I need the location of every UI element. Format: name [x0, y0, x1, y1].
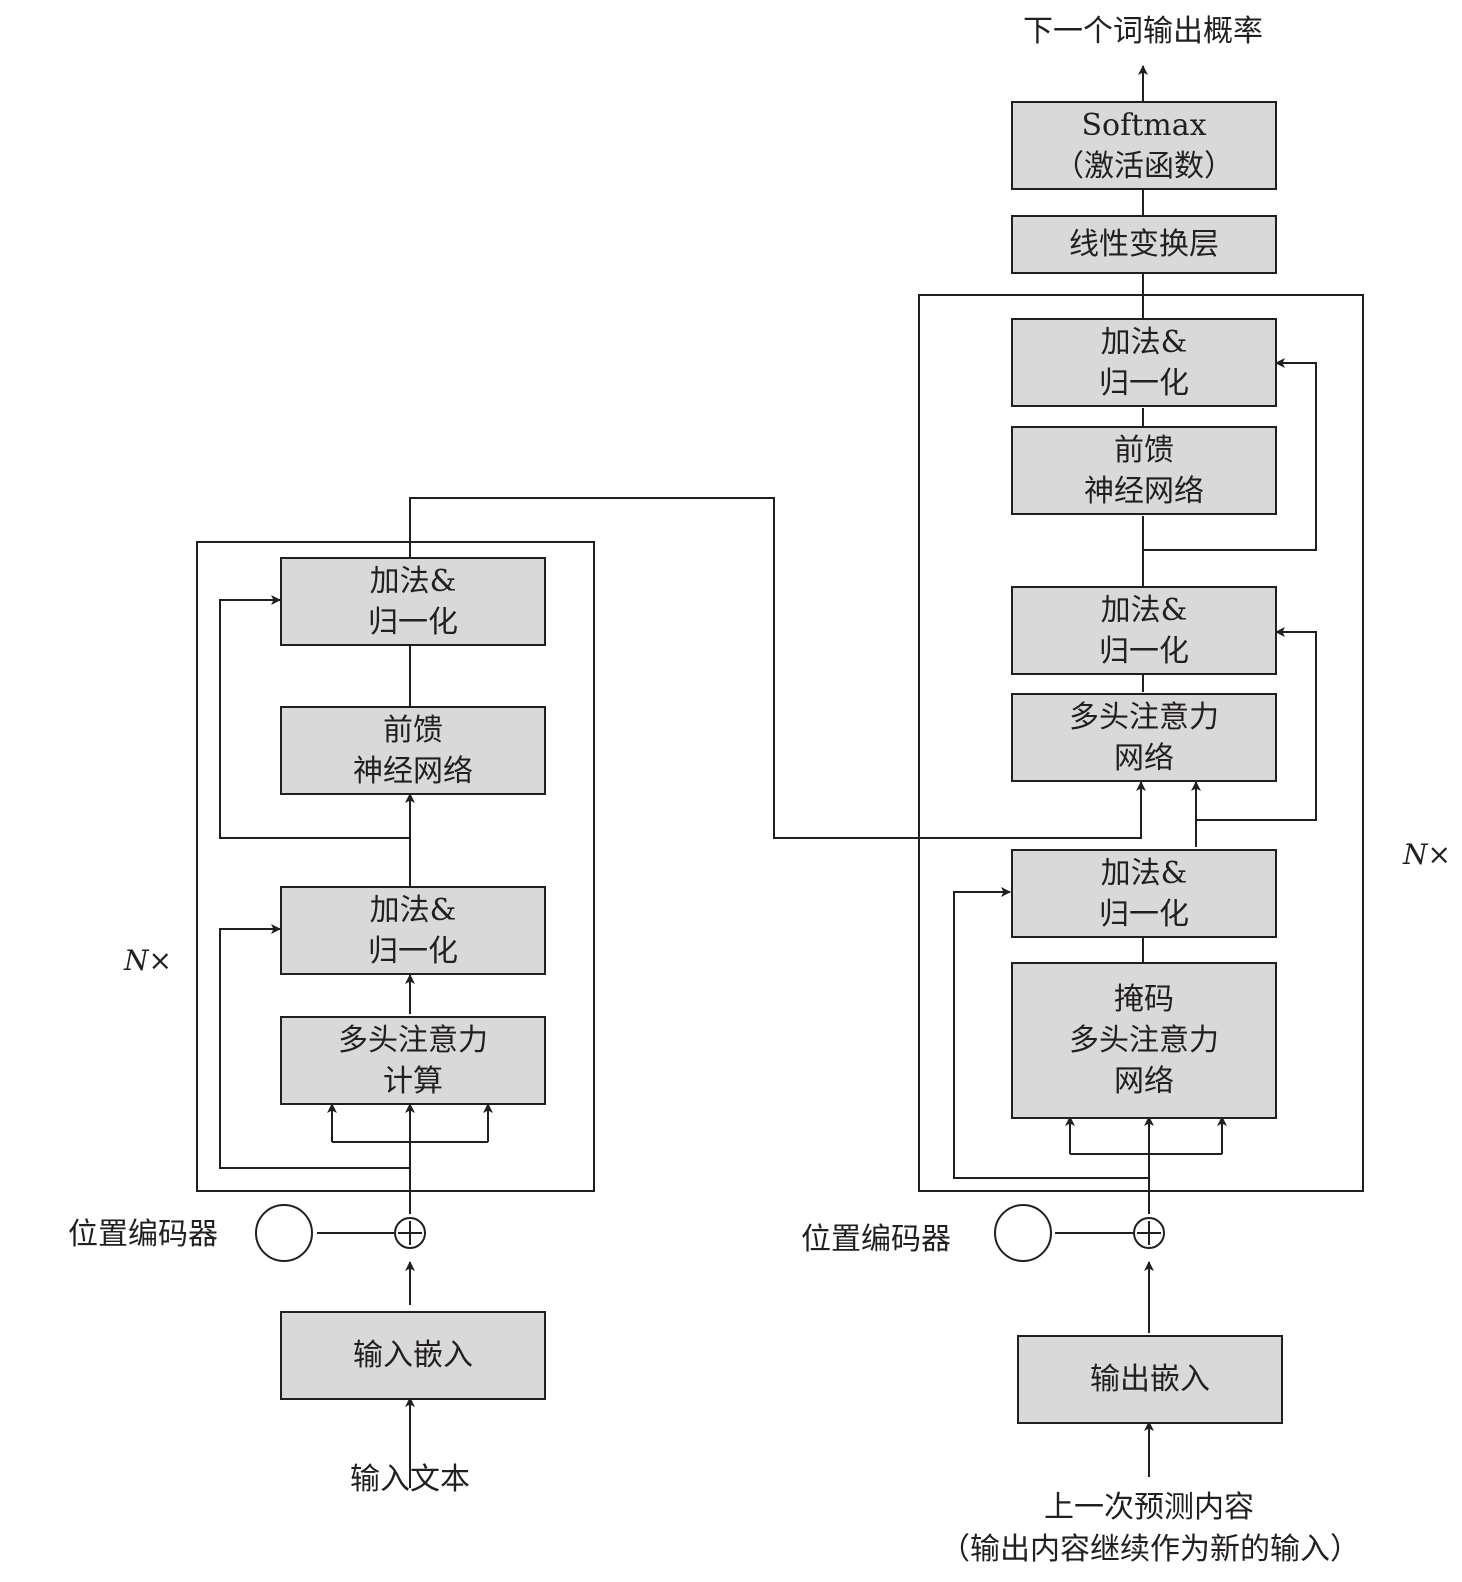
box-line: 加法&: [369, 563, 457, 599]
box-line: 神经网络: [1084, 473, 1204, 509]
residual-decoder-3: [1142, 358, 1317, 586]
box-line: 多头注意力: [338, 1022, 488, 1058]
box-line: 加法&: [1100, 592, 1188, 628]
box-line: 输出嵌入: [1090, 1362, 1210, 1397]
decoder-add-icon: [1133, 1217, 1165, 1249]
decoder-add-norm-top: 加法&归一化: [1011, 318, 1277, 407]
decoder-add-norm-bottom: 加法&归一化: [1011, 849, 1277, 938]
decoder-masked-attention: 掩码多头注意力网络: [1011, 962, 1277, 1119]
box-line: 归一化: [368, 933, 458, 969]
decoder-output-embedding: 输出嵌入: [1017, 1335, 1283, 1424]
encoder-feed-forward: 前馈神经网络: [280, 706, 546, 795]
residual-decoder-1: [953, 887, 1149, 1179]
box-line: 输入嵌入: [353, 1338, 473, 1373]
decoder-repeat-label: N×: [1403, 838, 1451, 871]
decoder-feed-forward: 前馈神经网络: [1011, 426, 1277, 515]
encoder-to-decoder-line: [409, 497, 1146, 839]
box-line: 掩码: [1114, 982, 1174, 1017]
box-line: 归一化: [368, 604, 458, 640]
decoder-linear-layer: 线性变换层: [1011, 215, 1277, 274]
repeat-n: N: [1403, 838, 1428, 871]
box-line: 神经网络: [353, 753, 473, 789]
encoder-multi-head-attention: 多头注意力计算: [280, 1016, 546, 1105]
residual-decoder-2: [1195, 627, 1317, 847]
box-line: 网络: [1114, 1064, 1174, 1099]
encoder-add-norm-bottom: 加法&归一化: [280, 886, 546, 975]
box-line: 多头注意力: [1069, 1023, 1219, 1058]
box-line: 归一化: [1099, 633, 1189, 669]
box-line: 网络: [1114, 740, 1174, 776]
box-line: 归一化: [1099, 896, 1189, 932]
decoder-input-line1: 上一次预测内容: [1044, 1490, 1254, 1525]
decoder-input-line2: （输出内容继续作为新的输入）: [940, 1532, 1360, 1567]
box-line: 计算: [383, 1063, 443, 1099]
encoder-input-text: 输入文本: [350, 1462, 470, 1497]
encoder-add-norm-top: 加法&归一化: [280, 557, 546, 646]
box-line: 前馈: [1114, 432, 1174, 468]
encoder-input-embedding: 输入嵌入: [280, 1311, 546, 1400]
encoder-sigmoid-icon: [255, 1204, 313, 1262]
box-line: 加法&: [369, 892, 457, 928]
encoder-add-icon: [394, 1217, 426, 1249]
repeat-times: ×: [148, 944, 172, 977]
encoder-block-frame: [196, 541, 595, 1192]
repeat-times: ×: [1427, 838, 1451, 871]
encoder-repeat-label: N×: [124, 944, 172, 977]
decoder-cross-attention: 多头注意力网络: [1011, 693, 1277, 782]
box-line: 加法&: [1100, 324, 1188, 360]
decoder-add-norm-mid: 加法&归一化: [1011, 586, 1277, 675]
decoder-positional-encoder-label: 位置编码器: [801, 1222, 951, 1257]
encoder-positional-encoder-label: 位置编码器: [68, 1217, 218, 1252]
box-line: 线性变换层: [1069, 227, 1219, 262]
decoder-softmax: Softmax （激活函数）: [1011, 101, 1277, 190]
decoder-output-title: 下一个词输出概率: [1023, 14, 1263, 49]
residual-encoder-1: [219, 924, 410, 1169]
decoder-sigmoid-icon: [994, 1204, 1052, 1262]
decoder-block-frame: [918, 294, 1364, 1192]
box-line: 加法&: [1100, 855, 1188, 891]
repeat-n: N: [124, 944, 149, 977]
box-line: 多头注意力: [1069, 699, 1219, 735]
box-line: 前馈: [383, 712, 443, 748]
box-line: （激活函数）: [1054, 148, 1234, 184]
residual-encoder-2: [219, 595, 410, 839]
box-line: 归一化: [1099, 365, 1189, 401]
box-line: Softmax: [1081, 107, 1207, 143]
